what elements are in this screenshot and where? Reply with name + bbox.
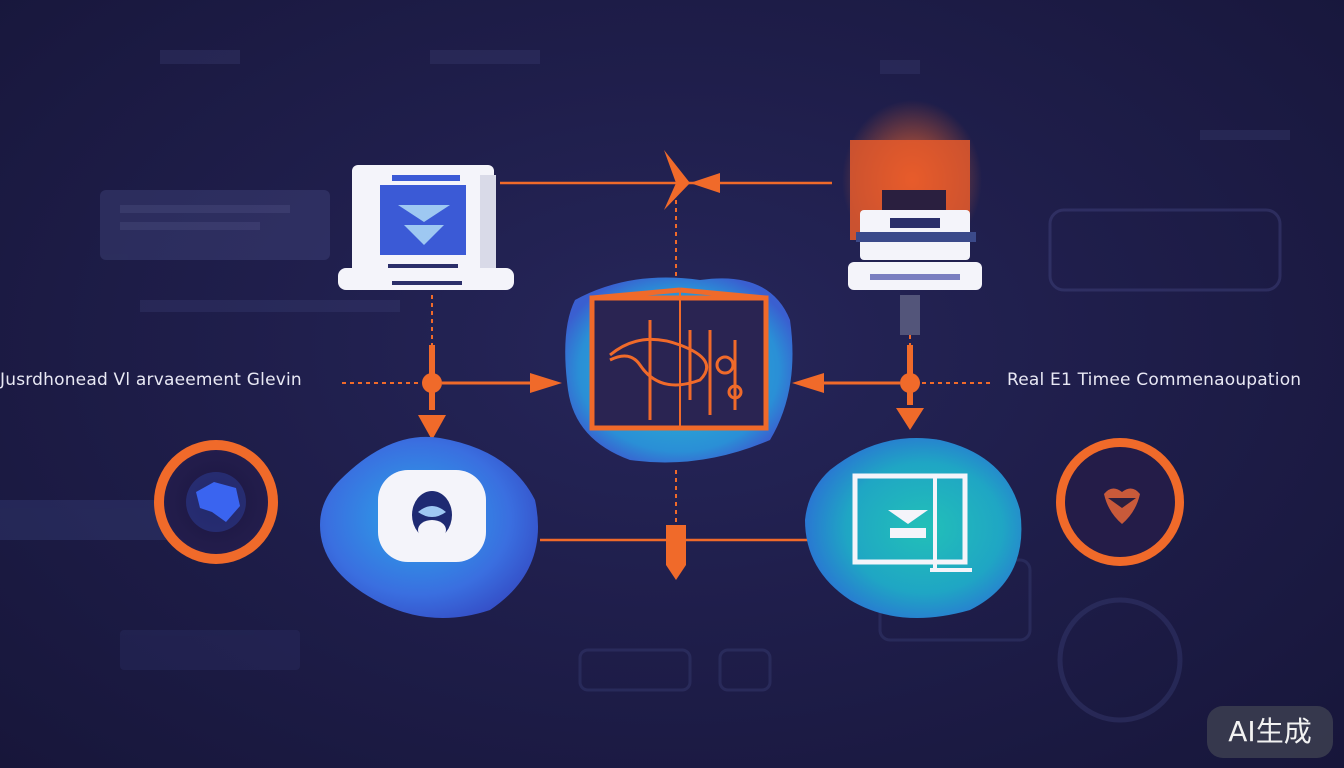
ring-left-node bbox=[154, 440, 278, 564]
blob-right-node bbox=[805, 438, 1022, 618]
ring-right-node bbox=[1056, 438, 1184, 566]
left-node-label: Jusrdhonead Vl arvaeement Glevin bbox=[0, 370, 302, 390]
bottom-marker bbox=[666, 525, 686, 565]
central-hub-node bbox=[565, 277, 793, 463]
top-arrow-head bbox=[664, 150, 690, 210]
background-ui-decoration bbox=[0, 50, 1290, 723]
printer-node bbox=[842, 100, 982, 335]
right-down-arrow bbox=[896, 408, 924, 430]
left-down-arrow bbox=[418, 415, 446, 440]
top-arrow-head-2 bbox=[690, 173, 720, 193]
chart-panel-icon bbox=[609, 320, 743, 420]
connector-lines bbox=[342, 150, 990, 580]
right-junction bbox=[900, 373, 920, 393]
ai-generated-watermark: AI生成 bbox=[1207, 706, 1333, 758]
laptop-node bbox=[338, 165, 514, 290]
left-hub-arrow bbox=[530, 373, 562, 393]
right-hub-arrow bbox=[792, 373, 824, 393]
blue-shape-icon bbox=[196, 482, 240, 522]
laptop-icon bbox=[398, 205, 450, 222]
left-junction bbox=[422, 373, 442, 393]
blob-left-node bbox=[320, 436, 538, 618]
printer-icon bbox=[890, 218, 940, 228]
right-node-label: Real E1 Timee Commenaoupation bbox=[1007, 370, 1302, 390]
document-icon bbox=[888, 510, 928, 524]
bottom-marker-tip bbox=[666, 565, 686, 580]
